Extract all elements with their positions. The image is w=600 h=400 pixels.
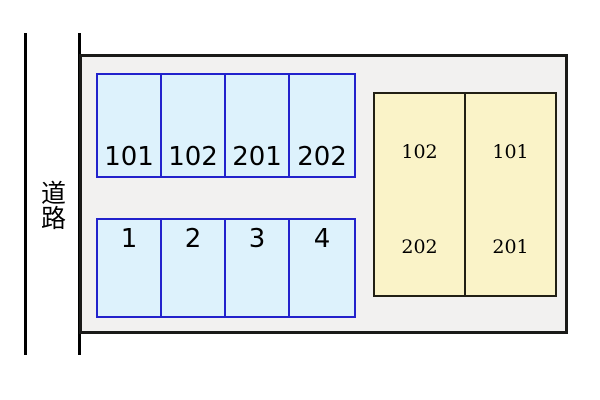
parking-stall-label: 102 bbox=[168, 142, 218, 172]
parking-stall-label: 4 bbox=[313, 224, 331, 254]
parking-stall-label: 1 bbox=[120, 224, 138, 254]
road-label: 道路 bbox=[37, 180, 67, 230]
parking-stall-label: 101 bbox=[104, 142, 154, 172]
unit-label: 102 bbox=[401, 141, 438, 163]
parking-row-upper: 101 102 201 202 bbox=[96, 73, 356, 178]
unit-label: 202 bbox=[401, 236, 438, 258]
parking-stall-label: 201 bbox=[232, 142, 282, 172]
unit-label: 201 bbox=[492, 236, 529, 258]
parking-stall[interactable]: 101 bbox=[98, 75, 163, 176]
parking-stall-label: 202 bbox=[297, 142, 347, 172]
parking-stall-label: 2 bbox=[184, 224, 202, 254]
parking-stall[interactable]: 4 bbox=[290, 220, 355, 316]
parking-stall[interactable]: 202 bbox=[290, 75, 355, 176]
unit-label: 101 bbox=[492, 141, 529, 163]
parking-stall[interactable]: 102 bbox=[162, 75, 227, 176]
parking-stall[interactable]: 201 bbox=[226, 75, 291, 176]
parking-stall[interactable]: 3 bbox=[226, 220, 291, 316]
parking-stall[interactable]: 1 bbox=[98, 220, 163, 316]
building-column-left[interactable]: 102 202 bbox=[375, 94, 466, 295]
road-outer-line bbox=[24, 33, 27, 355]
parking-row-lower: 1 2 3 4 bbox=[96, 218, 356, 318]
apartment-building: 102 202 101 201 bbox=[373, 92, 557, 297]
parking-stall[interactable]: 2 bbox=[162, 220, 227, 316]
parking-stall-label: 3 bbox=[248, 224, 266, 254]
building-column-right[interactable]: 101 201 bbox=[466, 94, 555, 295]
